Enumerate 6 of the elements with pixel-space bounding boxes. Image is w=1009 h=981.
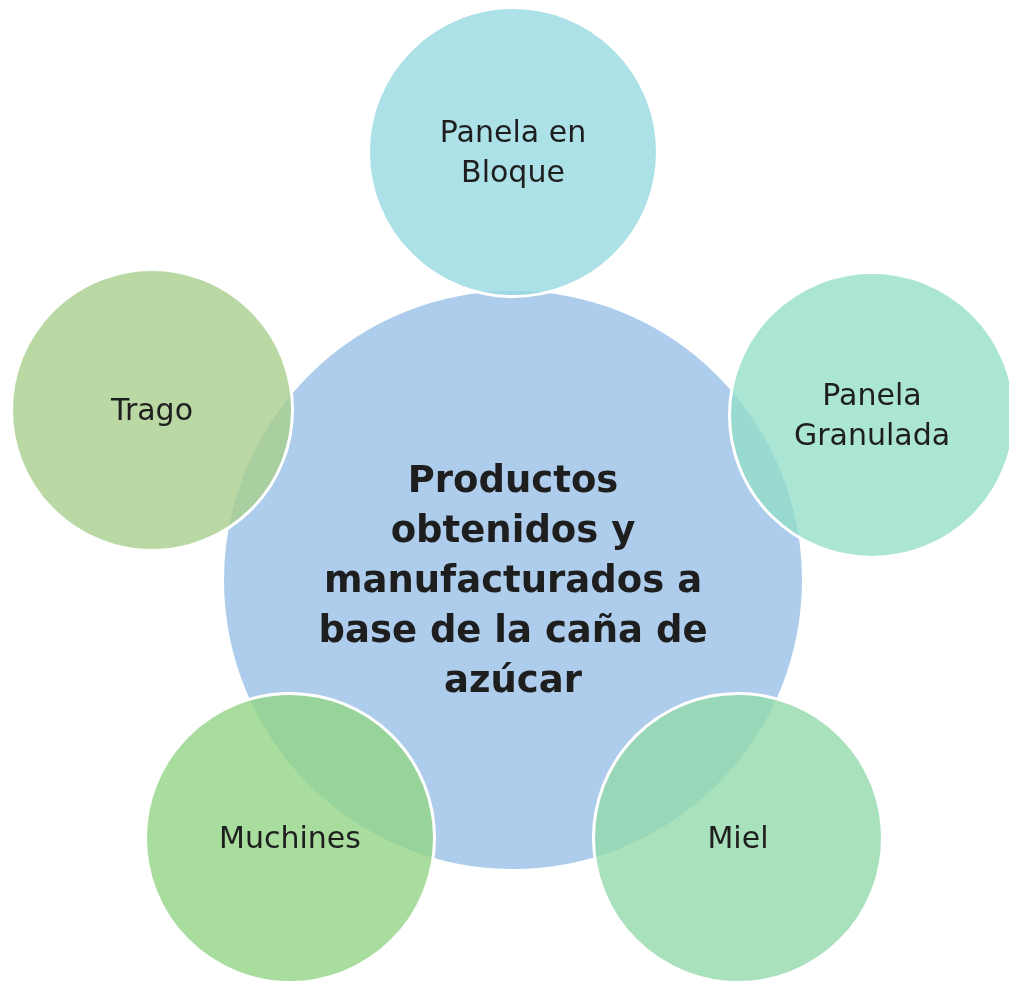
circle-label: Trago [110,390,194,429]
circle-label: Muchines [218,818,362,857]
circle-label: Panela Granulada [792,375,952,454]
center-title: Productos obtenidos y manufacturados a base de la caña de azúcar [317,457,709,703]
circle-label: Panela en Bloque [438,112,588,191]
circle-label: Miel [706,818,770,857]
